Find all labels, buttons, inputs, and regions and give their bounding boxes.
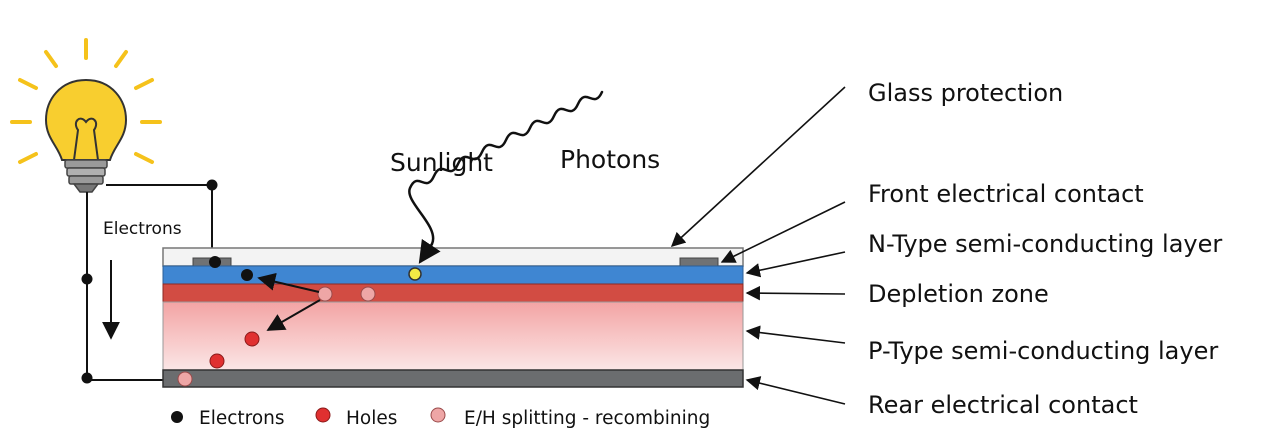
rear-contact-label: Rear electrical contact <box>868 391 1138 419</box>
eh-pair <box>317 286 333 302</box>
p-type-layer <box>162 301 744 371</box>
callout-front-contact <box>720 201 846 263</box>
p-type-label: P-Type semi-conducting layer <box>868 337 1218 365</box>
legend-holes-label: Holes <box>346 408 397 429</box>
callout-glass <box>670 86 846 247</box>
legend-electron-swatch <box>171 411 183 423</box>
eh-pair <box>177 371 193 387</box>
callout-lines <box>670 86 846 405</box>
legend-eh-swatch <box>430 407 446 423</box>
photons-label: Photons <box>560 145 660 174</box>
circuit-nodes <box>81 179 218 384</box>
bulb-rays <box>10 38 162 164</box>
front-contact-label: Front electrical contact <box>868 180 1144 208</box>
legend-electrons-label: Electrons <box>199 408 285 429</box>
hole <box>244 331 260 347</box>
light-bulb-icon <box>10 38 162 193</box>
photon-wave-icon <box>408 90 604 246</box>
carriers <box>177 256 422 387</box>
depletion-layer <box>162 283 744 303</box>
circuit-node <box>81 372 93 384</box>
eh-pair <box>360 286 376 302</box>
photon-arrow <box>418 238 441 264</box>
circuit-electrons-label: Electrons <box>103 219 182 239</box>
electron <box>241 269 253 281</box>
bulb-base <box>64 159 108 193</box>
callout-p-type <box>745 325 846 344</box>
bulb-filament <box>73 117 99 161</box>
hole <box>209 353 225 369</box>
rear-contact-layer <box>162 369 744 388</box>
sunlight-label: Sunlight <box>390 148 493 177</box>
circuit-node <box>206 179 218 191</box>
bulb-glass <box>44 78 128 161</box>
legend-hole-swatch <box>315 407 331 423</box>
callout-depletion <box>745 285 846 301</box>
photon-impact <box>408 267 422 281</box>
legend: Electrons Holes E/H splitting - recombin… <box>171 407 710 429</box>
depletion-zone-label: Depletion zone <box>868 280 1049 308</box>
solar-cell-layers <box>162 247 744 388</box>
callout-n-type <box>745 251 846 278</box>
glass-protection-label: Glass protection <box>868 79 1063 107</box>
n-type-label: N-Type semi-conducting layer <box>868 230 1222 258</box>
electron <box>209 256 221 268</box>
hole-path-arrow <box>266 299 321 331</box>
callout-rear-contact <box>745 376 846 405</box>
glass-layer <box>162 247 744 267</box>
legend-eh-label: E/H splitting - recombining <box>464 408 710 429</box>
circuit-node <box>81 273 93 285</box>
electron-path-arrow <box>257 272 320 293</box>
